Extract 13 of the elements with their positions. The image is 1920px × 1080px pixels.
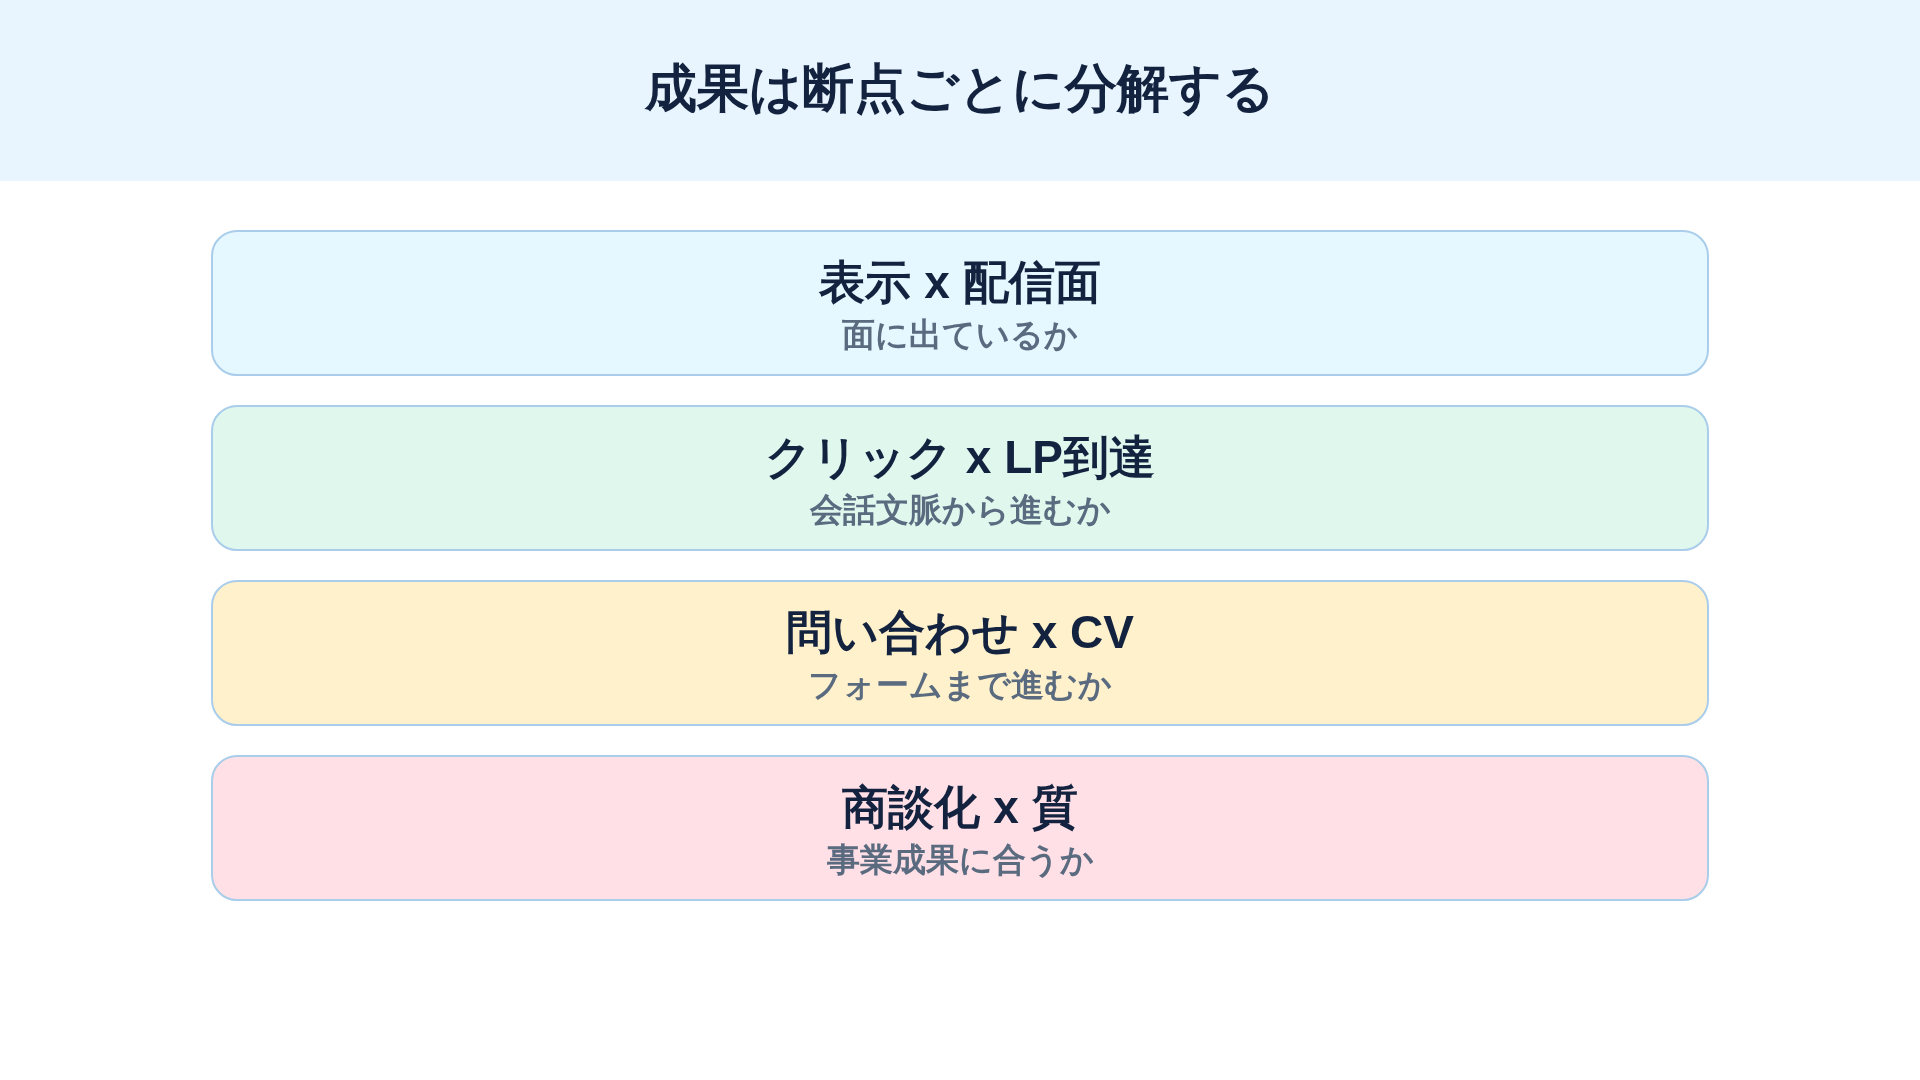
box-subtitle: フォームまで進むか [808, 665, 1112, 705]
box-subtitle: 会話文脈から進むか [809, 490, 1111, 530]
step-box [211, 755, 1709, 901]
box-heading: 問い合わせ x CV [785, 605, 1134, 660]
step-box [211, 405, 1709, 551]
box-heading: 表示 x 配信面 [819, 255, 1101, 310]
box-subtitle: 面に出ているか [842, 315, 1078, 355]
box-subtitle: 事業成果に合うか [826, 840, 1094, 880]
step-box [211, 230, 1709, 376]
box-heading: 商談化 x 質 [842, 780, 1078, 835]
title: 成果は断点ごとに分解する [645, 58, 1275, 119]
box-heading: クリック x LP到達 [765, 430, 1155, 485]
step-box [211, 580, 1709, 726]
